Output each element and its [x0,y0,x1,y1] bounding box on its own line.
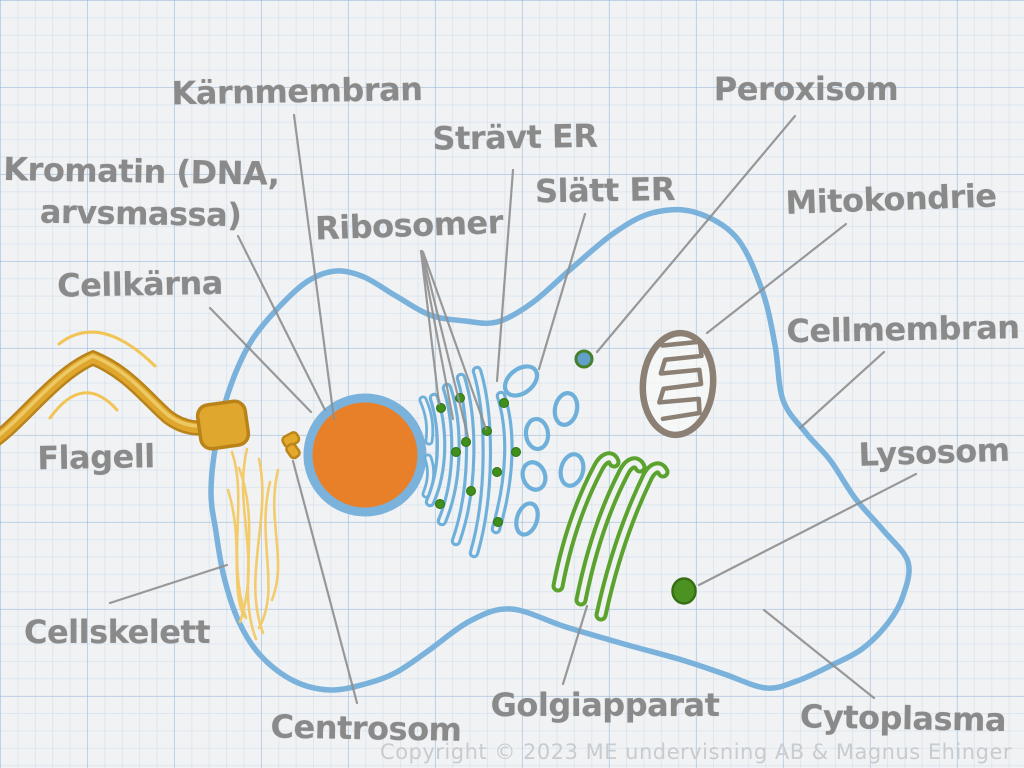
golgiapparat-line [561,604,589,686]
nucleus [303,393,427,517]
smooth-er-blob [558,452,586,488]
smooth-er-blob [514,501,540,537]
peroxisome [574,349,594,369]
smooth-er [502,364,586,537]
mitokondrie-line [705,222,848,335]
ribosome-dot [435,499,445,509]
label-ribosomer: Ribosomer [314,202,504,248]
ribosome-dot [499,398,509,408]
flagellum-basal-body [195,399,251,451]
smooth-er-blob [520,460,548,492]
centrosome [281,431,301,460]
motion-arcs [48,330,157,420]
cytoskeleton-fibre [237,466,258,641]
label-cellskelett: Cellskelett [23,613,211,652]
cytoskeleton-fibre [230,450,248,620]
centrosom-line [291,459,359,705]
cytoskeleton-fibre [253,457,265,635]
ribosome-dot [493,517,503,527]
lysosom-line [697,472,918,587]
smooth-er-blob [552,391,580,427]
lysosome [671,577,697,605]
karnmembran-line [292,113,336,421]
label-kromatin: Kromatin (DNA, arvsmassa) [2,149,280,237]
stravt-er-line [495,168,515,383]
motion-arc [48,391,119,420]
ribosomer-line-1 [419,249,441,406]
cytoskeleton-fibre [257,480,272,630]
smooth-er-blob [502,364,540,398]
cytoplasma-line [762,608,876,700]
ribosome-dot [451,447,461,457]
peroxisom-line [595,114,797,354]
label-stravt-er: Strävt ER [432,116,598,158]
connector-lines [108,113,918,705]
ribosome-dot [466,486,476,496]
ribosomes [435,393,521,527]
copyright-text: Copyright © 2023 ME undervisning AB & Ma… [380,740,1012,764]
label-cytoplasma: Cytoplasma [799,697,1007,739]
cell-membrane-outline [208,206,912,693]
ribosome-dot [436,403,446,413]
flagellum [0,356,221,442]
cytoskeleton-fibre [270,468,280,602]
label-golgiapparat: Golgiapparat [490,686,720,725]
label-kromatin-line1: Kromatin (DNA, [2,150,280,193]
label-cellkarna: Cellkärna [56,263,224,305]
label-slatt-er: Slätt ER [534,169,676,211]
slatt-er-line [537,212,587,371]
cellmembran-line [798,350,886,430]
smooth-er-blob [523,416,551,452]
label-kromatin-line2: arvsmassa) [39,192,242,234]
cellskelett-line [108,563,229,605]
cellkarna-line [208,306,313,414]
golgi-apparatus [558,458,663,615]
label-lysosom: Lysosom [857,430,1011,474]
label-mitokondrie: Mitokondrie [784,176,998,222]
cytoskeleton-fibres [226,447,280,641]
cytoskeleton-fibre [238,447,250,624]
label-peroxisom: Peroxisom [713,70,899,109]
label-flagell: Flagell [36,437,156,478]
label-cellmembran: Cellmembran [786,308,1020,351]
ribosome-dot [492,467,502,477]
ribosomer-line-2 [419,249,455,421]
mitochondrion-cristae [657,339,704,422]
ribosome-dot [482,426,492,436]
cytoskeleton-fibre [226,488,246,618]
kromatin-line [236,234,327,412]
ribosomer-line-3 [420,249,470,439]
mitochondrion [639,329,717,439]
motion-arc [57,330,157,368]
ribosomer-line-4 [421,250,488,431]
label-karnmembran: Kärnmembran [171,70,423,113]
ribosome-dot [511,447,521,457]
ribosome-dot [461,437,471,447]
